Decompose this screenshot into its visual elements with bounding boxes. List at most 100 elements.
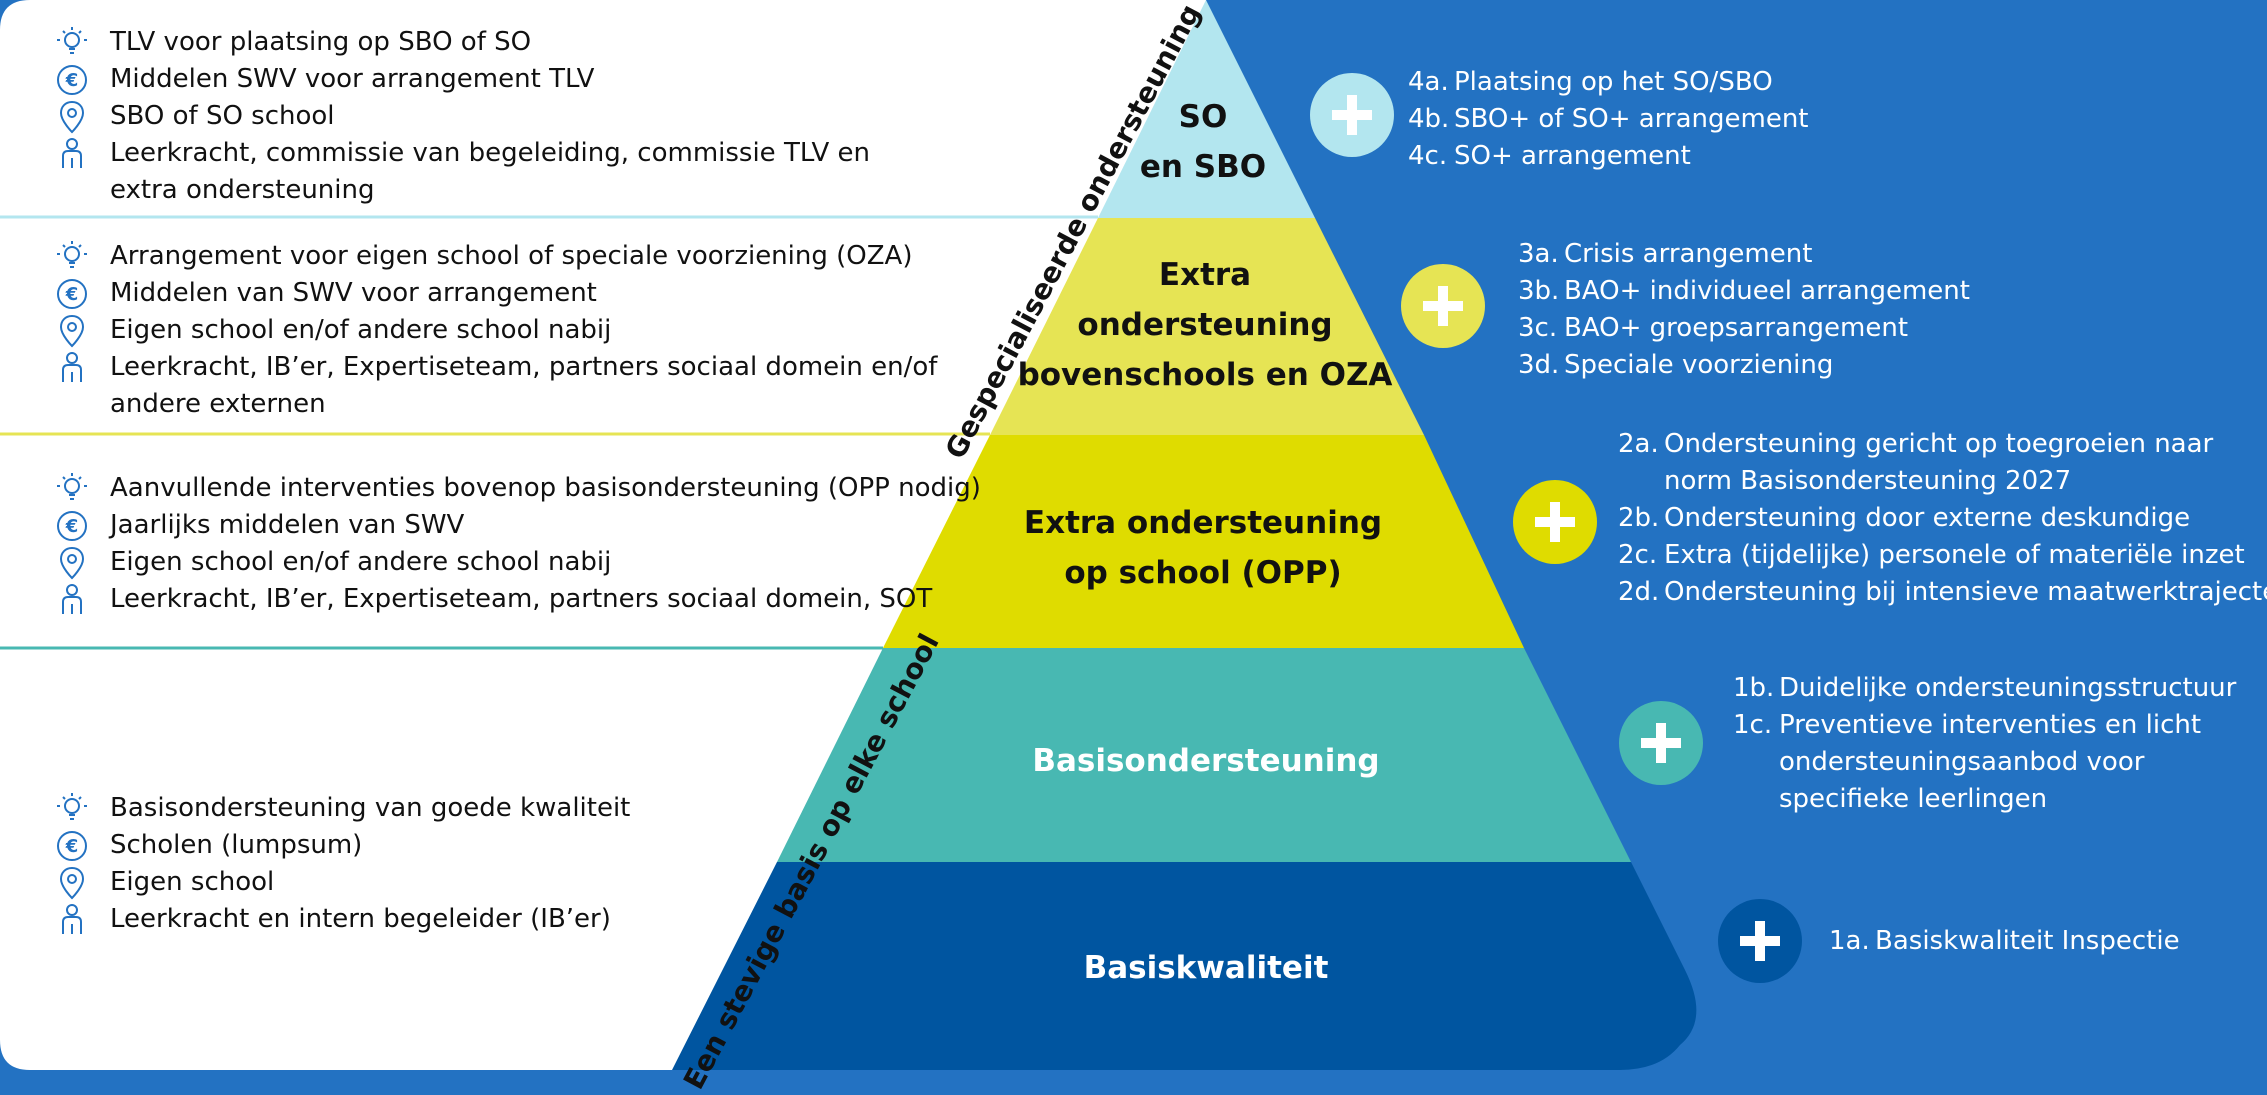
tier-label-line: SO bbox=[1178, 99, 1228, 135]
item-text: Extra (tijdelijke) personele of materiël… bbox=[1664, 540, 2245, 570]
tier0-items: 1a.Basiskwaliteit Inspectie bbox=[1829, 923, 2180, 960]
list-item: 4a.Plaatsing op het SO/SBO bbox=[1408, 64, 1809, 101]
list-item: 1a.Basiskwaliteit Inspectie bbox=[1829, 923, 2180, 960]
row-text: Scholen (lumpsum) bbox=[110, 830, 363, 860]
svg-text:€: € bbox=[65, 836, 79, 857]
plus-button-tier1[interactable] bbox=[1619, 701, 1703, 785]
left-row: Leerkracht, IB’er, Expertiseteam, partne… bbox=[52, 349, 937, 423]
tier4-items: 4a.Plaatsing op het SO/SBO 4b.SBO+ of SO… bbox=[1408, 64, 1809, 175]
left-row: Basisondersteuning van goede kwaliteit bbox=[52, 790, 630, 827]
item-text: norm Basisondersteuning 2027 bbox=[1664, 466, 2072, 496]
person-icon bbox=[52, 901, 92, 938]
list-item: 2c.Extra (tijdelijke) personele of mater… bbox=[1618, 537, 2267, 574]
item-code: 1b. bbox=[1733, 673, 1775, 703]
left-row: € Jaarlijks middelen van SWV bbox=[52, 507, 464, 544]
list-item: 1b.Duidelijke ondersteuningsstructuur bbox=[1733, 670, 2236, 707]
location-pin-icon bbox=[52, 98, 92, 135]
plus-button-tier3[interactable] bbox=[1401, 264, 1485, 348]
tier3-items: 3a.Crisis arrangement 3b.BAO+ individuee… bbox=[1518, 236, 1970, 384]
row-text: Eigen school en/of andere school nabij bbox=[110, 315, 612, 345]
list-item: 2b.Ondersteuning door externe deskundige bbox=[1618, 500, 2267, 537]
item-code: 3a. bbox=[1518, 239, 1559, 269]
row-text: Arrangement voor eigen school of special… bbox=[110, 241, 913, 271]
left-row: € Scholen (lumpsum) bbox=[52, 827, 362, 864]
pyramid-background bbox=[0, 0, 1697, 1070]
left-row: Arrangement voor eigen school of special… bbox=[52, 238, 912, 275]
plus-button-tier4[interactable] bbox=[1310, 73, 1394, 157]
item-code: 3d. bbox=[1518, 350, 1560, 380]
left-row: Leerkracht, IB’er, Expertiseteam, partne… bbox=[52, 581, 932, 618]
item-code: 2a. bbox=[1618, 429, 1659, 459]
tier-label-bovenschools: Extra ondersteuning bovenschools en OZA bbox=[1018, 250, 1393, 400]
left-row: SBO of SO school bbox=[52, 98, 335, 135]
tier-label-basiskwaliteit: Basiskwaliteit bbox=[1084, 943, 1329, 993]
lightbulb-icon bbox=[52, 790, 92, 827]
left-row: Aanvullende interventies bovenop basison… bbox=[52, 470, 981, 507]
lightbulb-icon bbox=[52, 24, 92, 61]
tier-bovenschools-band bbox=[990, 218, 1424, 435]
person-icon bbox=[52, 581, 92, 618]
row-text: Leerkracht, IB’er, Expertiseteam, partne… bbox=[110, 584, 933, 614]
list-item-continuation: ondersteuningsaanbod voor bbox=[1733, 744, 2236, 781]
tier-label-line: op school (OPP) bbox=[1064, 555, 1342, 591]
tier-label-line: Extra bbox=[1158, 257, 1252, 293]
list-item: 3c.BAO+ groepsarrangement bbox=[1518, 310, 1970, 347]
row-text: Leerkracht en intern begeleider (IB’er) bbox=[110, 904, 611, 934]
item-text: specifieke leerlingen bbox=[1779, 784, 2048, 814]
item-text: SBO+ of SO+ arrangement bbox=[1454, 104, 1809, 134]
item-text: ondersteuningsaanbod voor bbox=[1779, 747, 2145, 777]
item-text: BAO+ individueel arrangement bbox=[1564, 276, 1970, 306]
item-text: SO+ arrangement bbox=[1454, 141, 1691, 171]
item-text: Crisis arrangement bbox=[1564, 239, 1813, 269]
list-item-continuation: norm Basisondersteuning 2027 bbox=[1618, 463, 2267, 500]
left-row: Eigen school en/of andere school nabij bbox=[52, 312, 611, 349]
plus-icon bbox=[1641, 723, 1681, 763]
row-text: SBO of SO school bbox=[110, 101, 335, 131]
tier-label-basisondersteuning: Basisondersteuning bbox=[1032, 736, 1379, 786]
plus-button-tier2[interactable] bbox=[1513, 480, 1597, 564]
left-row: Eigen school en/of andere school nabij bbox=[52, 544, 611, 581]
row-text-line: Leerkracht, commissie van begeleiding, c… bbox=[110, 138, 870, 168]
tier-label-opp: Extra ondersteuning op school (OPP) bbox=[1024, 498, 1382, 598]
row-text: Basisondersteuning van goede kwaliteit bbox=[110, 793, 631, 823]
row-text-line: extra ondersteuning bbox=[110, 175, 375, 205]
item-text: Ondersteuning door externe deskundige bbox=[1664, 503, 2191, 533]
tier-so-sbo-band bbox=[1098, 0, 1315, 218]
plus-icon bbox=[1423, 286, 1463, 326]
location-pin-icon bbox=[52, 864, 92, 901]
left-row: € Middelen SWV voor arrangement TLV bbox=[52, 61, 594, 98]
person-icon bbox=[52, 135, 92, 172]
item-text: Ondersteuning bij intensieve maatwerktra… bbox=[1664, 577, 2267, 607]
item-code: 4c. bbox=[1408, 141, 1448, 171]
list-item: 4b.SBO+ of SO+ arrangement bbox=[1408, 101, 1809, 138]
item-code: 2b. bbox=[1618, 503, 1660, 533]
item-text: Plaatsing op het SO/SBO bbox=[1454, 67, 1773, 97]
row-text: Eigen school bbox=[110, 867, 275, 897]
item-code: 4a. bbox=[1408, 67, 1449, 97]
svg-text:€: € bbox=[65, 516, 79, 537]
plus-button-tier0[interactable] bbox=[1718, 899, 1802, 983]
item-text: BAO+ groepsarrangement bbox=[1564, 313, 1909, 343]
left-row: TLV voor plaatsing op SBO of SO bbox=[52, 24, 531, 61]
location-pin-icon bbox=[52, 544, 92, 581]
left-row: Leerkracht en intern begeleider (IB’er) bbox=[52, 901, 611, 938]
plus-icon bbox=[1740, 921, 1780, 961]
tier-label-line: ondersteuning bbox=[1077, 307, 1333, 343]
item-code: 3c. bbox=[1518, 313, 1558, 343]
row-text: Eigen school en/of andere school nabij bbox=[110, 547, 612, 577]
list-item: 2d.Ondersteuning bij intensieve maatwerk… bbox=[1618, 574, 2267, 611]
row-text-line: Leerkracht, IB’er, Expertiseteam, partne… bbox=[110, 352, 938, 382]
item-code: 2c. bbox=[1618, 540, 1658, 570]
row-text: Aanvullende interventies bovenop basison… bbox=[110, 473, 981, 503]
lightbulb-icon bbox=[52, 238, 92, 275]
list-item: 3b.BAO+ individueel arrangement bbox=[1518, 273, 1970, 310]
item-text: Ondersteuning gericht op toegroeien naar bbox=[1664, 429, 2214, 459]
person-icon bbox=[52, 349, 92, 386]
item-text: Preventieve interventies en licht bbox=[1779, 710, 2202, 740]
row-text: Middelen SWV voor arrangement TLV bbox=[110, 64, 595, 94]
list-item: 3d.Speciale voorziening bbox=[1518, 347, 1970, 384]
row-text: Middelen van SWV voor arrangement bbox=[110, 278, 597, 308]
item-code: 4b. bbox=[1408, 104, 1450, 134]
tier-label-line: Basisondersteuning bbox=[1032, 743, 1380, 779]
